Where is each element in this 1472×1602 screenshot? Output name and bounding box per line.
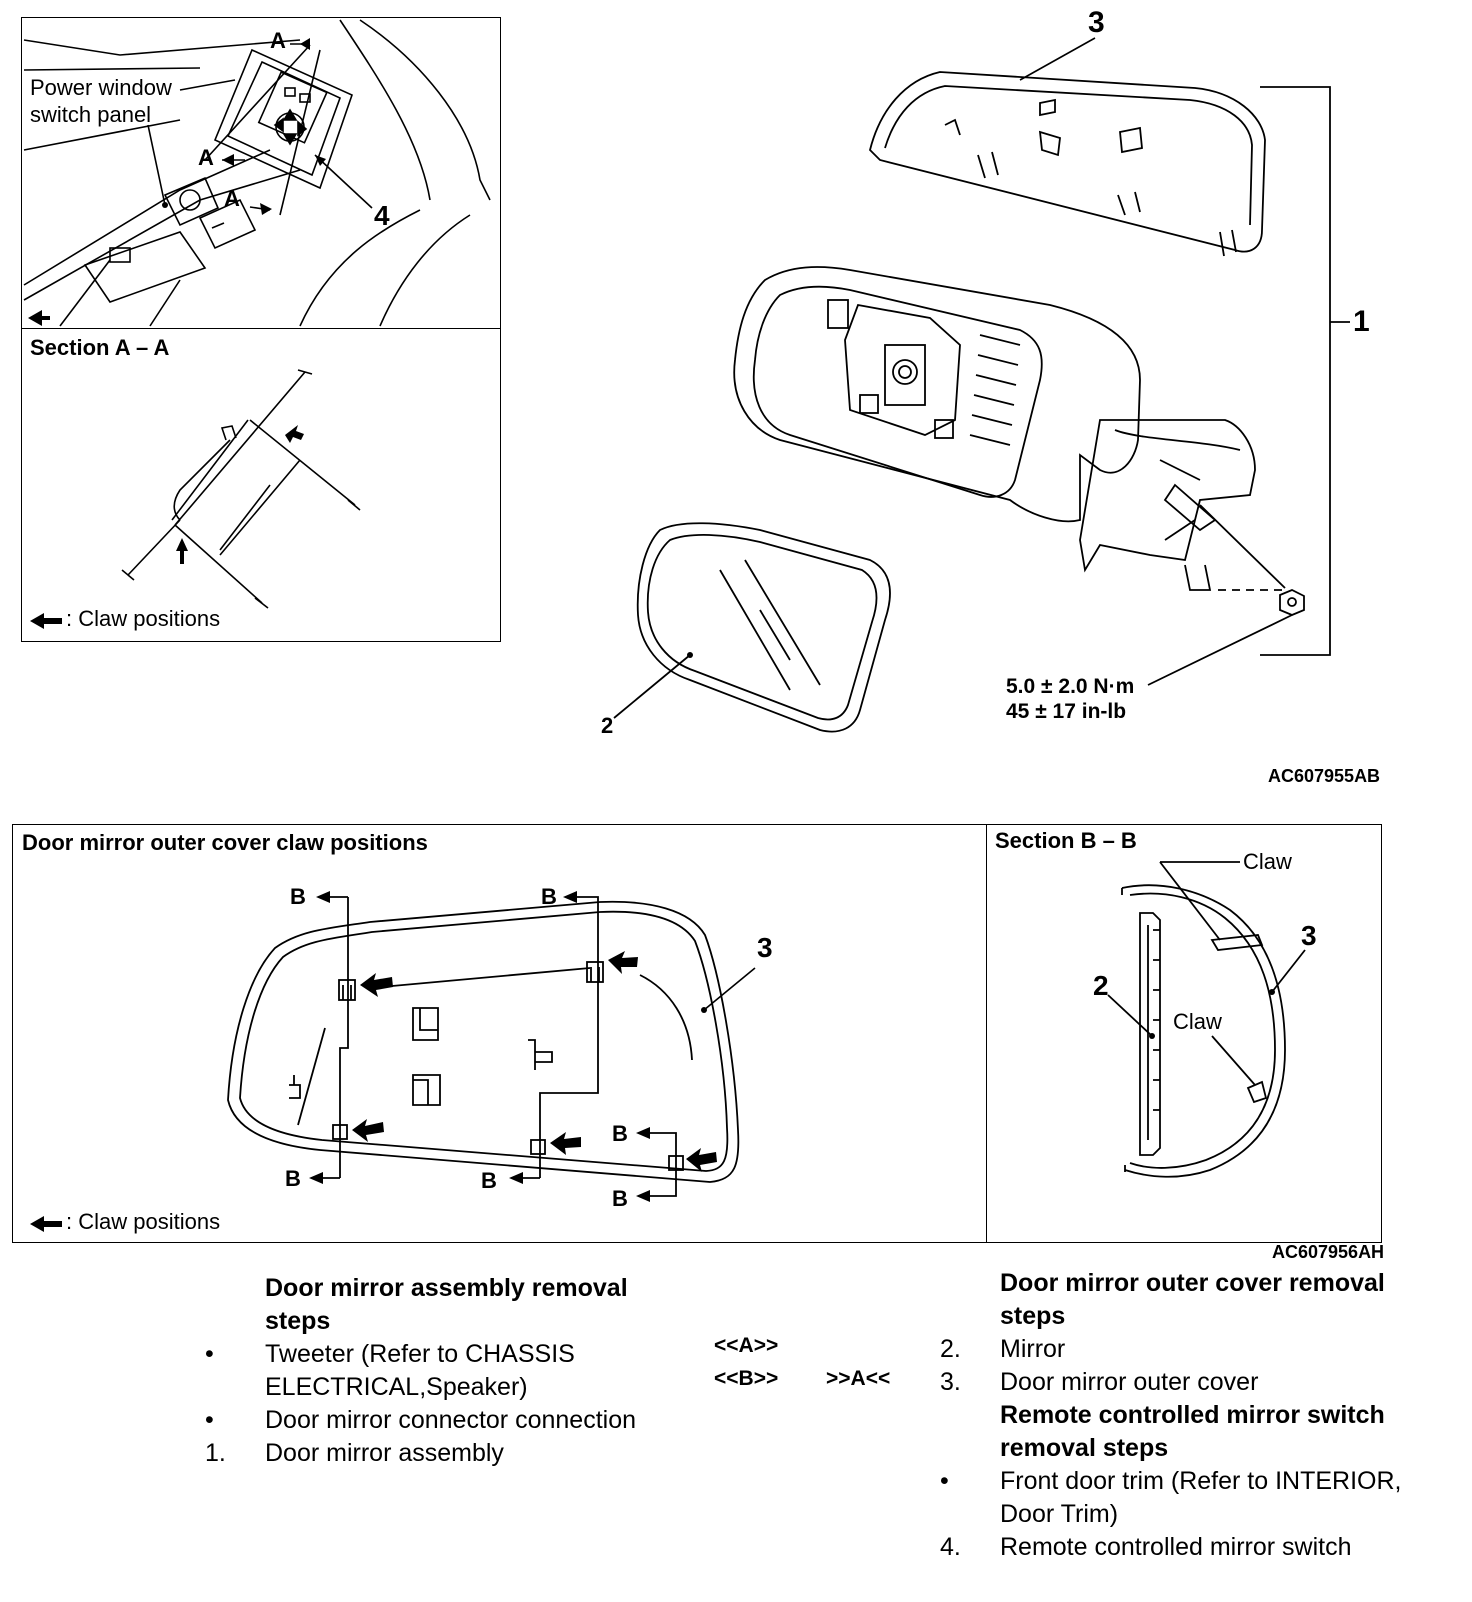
label-part-3-top: 3 [1088,6,1105,39]
cover-removal-steps: Door mirror outer cover removal steps 2.… [940,1267,1460,1564]
section-bb-title: Section B – B [995,828,1137,853]
assembly-steps-heading-2: steps [265,1307,331,1335]
claw-label-mid: Claw [1173,1009,1222,1034]
step-text: Door mirror assembly [265,1439,504,1467]
label-part-4: 4 [374,200,390,231]
ref-b: <<B>> [714,1367,779,1390]
claw-legend-aa: : Claw positions [66,606,221,631]
step-text: Door mirror connector connection [265,1406,636,1434]
step-mark: 2. [940,1335,961,1363]
label-part-3-bb: 3 [1301,920,1317,951]
section-aa-title: Section A – A [30,335,170,360]
ref-b-install: >>A<< [826,1367,891,1390]
step-text: Door Trim) [1000,1500,1119,1528]
label-a-top: A [270,28,286,53]
step-text: Door mirror outer cover [1000,1368,1259,1396]
b-label-6: B [612,1186,628,1211]
step-mark: 4. [940,1533,961,1561]
torque-inlb: 45 ± 17 in-lb [1006,700,1127,723]
label-part-2-top: 2 [601,713,614,738]
step-text: Remote controlled mirror switch [1000,1533,1352,1561]
claw-panel-title: Door mirror outer cover claw positions [22,830,428,855]
step-text: Tweeter (Refer to CHASSIS [265,1340,575,1368]
step-text: Mirror [1000,1335,1066,1363]
section-bb-divider [986,824,987,1243]
b-label-4: B [285,1166,301,1191]
label-switch-panel: switch panel [30,102,152,127]
step-mark: 1. [205,1439,226,1467]
assembly-removal-steps: Door mirror assembly removal steps • Twee… [205,1272,725,1470]
b-label-5: B [481,1168,497,1193]
cover-steps-heading-2: steps [1000,1302,1066,1330]
step-mark: • [205,1406,214,1434]
label-a-mid: A [198,145,214,170]
ref-a: <<A>> [714,1334,779,1357]
switch-steps-heading-1: Remote controlled mirror switch [1000,1401,1385,1429]
step-text: Front door trim (Refer to INTERIOR, [1000,1467,1402,1495]
b-label-1: B [290,884,306,909]
figure-code-top: AC607955AB [1268,766,1381,786]
assembly-steps-heading-1: Door mirror assembly removal [265,1274,628,1302]
b-label-2: B [541,884,557,909]
torque-nm: 5.0 ± 2.0 N·m [1006,675,1135,698]
label-part-1: 1 [1353,305,1370,338]
figure-code-bottom: AC607956AH [1272,1242,1385,1262]
switch-steps-heading-2: removal steps [1000,1434,1169,1462]
label-power-window: Power window [30,75,172,100]
label-part-2-bb: 2 [1093,970,1109,1001]
label-a-low: A [224,186,240,211]
step-mark: • [940,1467,949,1495]
step-mark: 3. [940,1368,961,1396]
claw-label-top: Claw [1243,849,1292,874]
step-text: ELECTRICAL,Speaker) [265,1373,528,1401]
inset-divider [21,328,501,329]
label-part-3-claw: 3 [757,932,773,963]
b-label-3: B [612,1121,628,1146]
switch-panel-inset [21,17,501,642]
claw-legend-bottom: : Claw positions [66,1209,221,1234]
step-mark: • [205,1340,214,1368]
cover-steps-heading-1: Door mirror outer cover removal [1000,1269,1385,1297]
